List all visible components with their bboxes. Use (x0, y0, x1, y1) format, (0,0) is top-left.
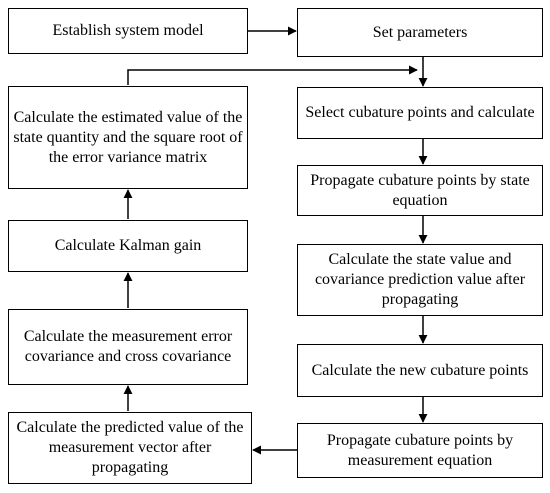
node-propagate-state-equation: Propagate cubature points by state equat… (297, 165, 543, 216)
node-propagate-measurement-equation: Propagate cubature points by measurement… (297, 423, 543, 478)
node-calculate-new-cubature-points: Calculate the new cubature points (297, 344, 543, 397)
arrow-estimated-feedback-to-select (127, 65, 418, 85)
node-select-cubature-points: Select cubature points and calculate (297, 87, 543, 139)
node-calculate-state-value: Calculate the state value and covariance… (297, 244, 543, 316)
node-measurement-error-covariance: Calculate the measurement error covarian… (8, 309, 248, 385)
node-calculate-kalman-gain: Calculate Kalman gain (8, 220, 248, 272)
node-establish-system-model: Establish system model (8, 8, 248, 54)
node-set-parameters: Set parameters (297, 8, 543, 57)
node-estimated-state-value: Calculate the estimated value of the sta… (8, 86, 248, 189)
node-predicted-measurement-vector: Calculate the predicted value of the mea… (8, 412, 252, 484)
